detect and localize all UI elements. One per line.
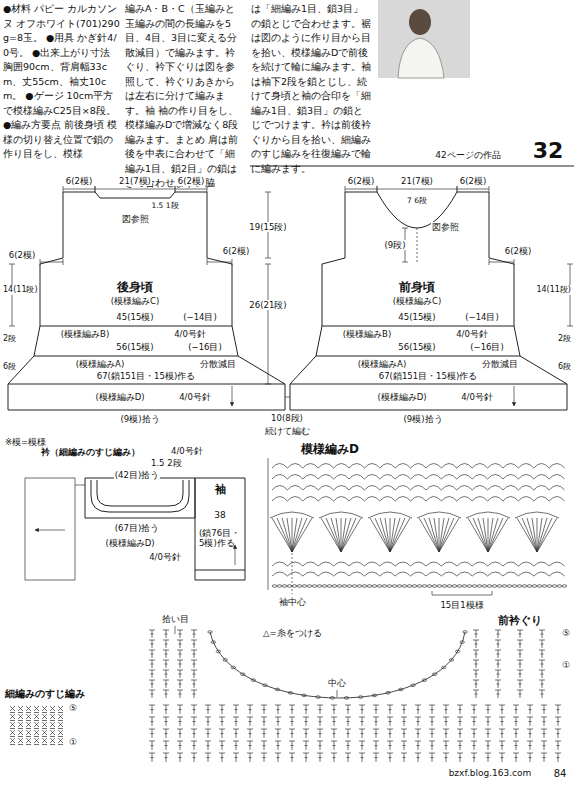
row-number: ① [68,737,78,748]
dimension-label: (9段) [383,240,406,250]
dimension-label: 6(2模) [504,246,532,256]
watermark: bzxf.blog.163.com [448,768,533,779]
hook-size: 4/0号針 [460,392,494,402]
dimension-label: (−14目) [464,312,500,322]
row-number: ⑤ [68,703,78,714]
note-label: 続けて編む [264,426,311,436]
dimension-label: 2段 [2,334,17,344]
row-number: ⑤ [561,628,571,639]
chart-note: △=糸をつける [262,628,323,638]
stitch-label: (模様編みA) [75,359,125,369]
note-label: 図参照 [121,214,150,224]
stitch-label: (模様編みB) [342,329,392,339]
chart-note: 中心 [327,678,347,688]
dimension-label: (9模)拾う [119,414,160,424]
instruction-text: 編みA・B・C（玉編みと玉編みの間の長編みを5目、4目、3目に変える分散減目）で… [124,2,244,191]
model-photo [378,0,470,78]
dimension-label: 1.5 1段 [150,201,179,210]
piece-name: 袖 [214,483,227,496]
stitch-label: (模様編みD) [376,392,427,402]
dimension-label: 56(15模) [115,342,154,352]
chart-title: 細編みのすじ編み [4,688,86,700]
dimension-label: (−16目) [187,342,223,352]
stitch-label: (模様編みC) [110,296,161,306]
piece-name: 後身頃 [116,280,154,294]
dimension-label: 6(2模) [65,176,93,186]
dimension-label: 26(21段) [248,300,287,310]
row-number: ① [561,660,571,671]
dimension-label: 1.5 2段 [150,458,183,468]
sleeve-piece: 袖 38 (鎖76目・5模)作る [195,478,245,580]
page-number: 84 [553,768,568,780]
dimension-label: 21(7模) [400,176,434,186]
chart-title: 前衿ぐり [497,614,543,627]
dimension-label: (鎖76目・5模)作る [198,528,244,548]
dimension-label: 6(2模) [222,246,250,256]
page-reference: 42ページの作品 [434,150,501,161]
chart-title: 模様編みD [300,442,360,456]
note-label: 図参照 [431,222,460,232]
dimension-label: 6(2模) [177,176,205,186]
dimension-label: 6(2模) [459,176,487,186]
dimension-label: 10(8段) [270,413,304,423]
part-label: (模様編みD) [104,538,155,548]
dimension-label: 7 6段 [406,196,428,205]
chart-note: 拾い目 [161,614,190,624]
hook-size: 4/0号針 [178,392,212,402]
dimension-label: 19(15段) [248,222,287,232]
dimension-label: 67(鎖151目・15模)作る [96,371,197,381]
back-body-piece: 後身頃 (模様編みC) 図参照 45(15模) (−14目) (模様編みB) 4/0号針 56… [8,192,285,410]
dimension-label: 2段 [557,334,572,344]
piece-name: 衿（細編みのすじ編み） [40,447,141,458]
collar-piece: 衿（細編みのすじ編み） [85,478,195,518]
dimension-label: (−16目) [469,342,505,352]
stitch-label: (模様編みD) [94,392,145,402]
piece-name: 前身頃 [398,280,436,294]
dimension-label: (9模)拾う [402,414,443,424]
hook-size: 4/0号針 [455,329,489,339]
dimension-label: 56(15模) [397,342,436,352]
dimension-label: 6段 [557,362,572,372]
dimension-label: 6(2模) [347,176,375,186]
dimension-label: 38 [213,510,226,521]
chart-note: 袖中心 [278,597,307,607]
dimension-label: 14(11段) [2,285,39,295]
dimension-label: 67(鎖151目・15模)作る [378,371,479,381]
dimension-label: 45(15模) [397,312,436,322]
note-label: 分散減目 [199,359,237,369]
dimension-label: 4/0号針 [170,446,204,456]
stitch-label: (模様編みC) [392,296,443,306]
pattern-strokes [9,186,573,762]
dimension-label: 6段 [2,362,17,372]
dimension-label: 4/0号針 [148,552,182,562]
piece-outline [85,478,195,518]
dimension-label: 14(11段) [535,285,572,295]
dimension-label: (42目)拾う [114,470,160,480]
instruction-text: ●材料 パピー カルカソンヌ オフホワイト(701)290g=8玉。 ●用具 か… [2,2,122,162]
dimension-label: (67目)拾う [114,523,160,533]
dimension-label: 45(15模) [115,312,154,322]
note-label: 分散減目 [481,359,519,369]
stitch-label: (模様編みB) [60,329,110,339]
dimension-label: 21(7模) [118,176,152,186]
stitch-label: (模様編みA) [357,359,407,369]
chart-note: 15目1模様 [439,600,484,610]
front-body-piece: 前身頃 (模様編みC) 図参照 45(15模) (−14目) (模様編みB) 4/0号針 56… [290,192,567,410]
instruction-text: は「細編み1目、鎖3目」の鎖とじで合わせます。裾は図のように作り目から目を拾い、… [250,2,372,176]
pattern-number: 32 [532,138,565,164]
dimension-label: (−14目) [182,312,218,322]
hook-size: 4/0号針 [173,329,207,339]
note-label: ※模=模様 [4,437,47,447]
dimension-label: 6(2模) [8,250,36,260]
